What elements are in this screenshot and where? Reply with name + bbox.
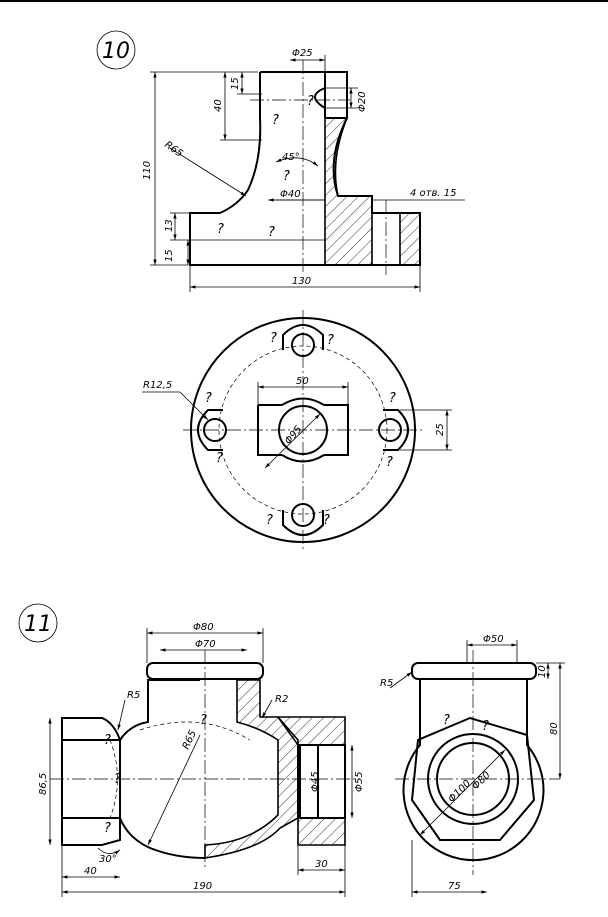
svg-text:Φ95: Φ95 bbox=[283, 424, 305, 447]
svg-text:130: 130 bbox=[292, 276, 311, 287]
svg-text:?: ? bbox=[283, 169, 290, 184]
svg-text:?: ? bbox=[217, 222, 224, 237]
svg-text:R12,5: R12,5 bbox=[143, 380, 172, 391]
svg-text:?: ? bbox=[200, 713, 207, 728]
svg-text:45°: 45° bbox=[282, 152, 300, 163]
svg-text:25: 25 bbox=[435, 423, 446, 436]
svg-text:10: 10 bbox=[537, 665, 548, 678]
svg-text:Φ70: Φ70 bbox=[195, 639, 216, 650]
svg-text:15: 15 bbox=[164, 249, 175, 262]
svg-text:R65: R65 bbox=[162, 139, 184, 159]
svg-text:?: ? bbox=[482, 719, 489, 734]
svg-text:R2: R2 bbox=[275, 694, 288, 705]
front-view-10: ? ? ? ? ? bbox=[190, 60, 420, 275]
svg-text:?: ? bbox=[266, 513, 273, 528]
svg-text:?: ? bbox=[114, 772, 121, 787]
svg-text:Φ20: Φ20 bbox=[357, 91, 368, 112]
svg-text:R5: R5 bbox=[127, 690, 140, 701]
svg-text:?: ? bbox=[268, 225, 275, 240]
svg-text:80: 80 bbox=[549, 722, 560, 735]
svg-text:Φ55: Φ55 bbox=[354, 771, 365, 792]
svg-text:11: 11 bbox=[24, 612, 52, 637]
svg-text:Φ100: Φ100 bbox=[446, 778, 473, 805]
svg-text:Φ50: Φ50 bbox=[483, 634, 504, 645]
svg-text:?: ? bbox=[216, 451, 223, 466]
svg-text:?: ? bbox=[270, 331, 277, 346]
problem-10-number: 10 bbox=[102, 39, 130, 64]
svg-text:30°: 30° bbox=[99, 854, 117, 865]
svg-text:75: 75 bbox=[448, 881, 461, 892]
svg-text:Φ25: Φ25 bbox=[292, 48, 313, 59]
svg-text:86,5: 86,5 bbox=[38, 773, 49, 795]
svg-text:?: ? bbox=[389, 391, 396, 406]
svg-text:?: ? bbox=[272, 113, 279, 128]
svg-text:110: 110 bbox=[142, 161, 153, 180]
svg-text:R65: R65 bbox=[181, 729, 199, 751]
svg-text:?: ? bbox=[104, 733, 111, 748]
side-view-11: ? ? bbox=[395, 650, 560, 875]
svg-text:?: ? bbox=[443, 713, 450, 728]
svg-text:?: ? bbox=[386, 455, 393, 470]
svg-text:190: 190 bbox=[193, 881, 212, 892]
svg-text:50: 50 bbox=[296, 376, 309, 387]
problem-11: 11 ? ? bbox=[19, 604, 565, 897]
svg-text:?: ? bbox=[104, 821, 111, 836]
svg-text:?: ? bbox=[307, 94, 314, 109]
svg-text:?: ? bbox=[323, 513, 330, 528]
svg-text:13: 13 bbox=[164, 219, 175, 232]
svg-text:Φ80: Φ80 bbox=[193, 622, 214, 633]
svg-text:?: ? bbox=[327, 333, 334, 348]
svg-text:Φ45: Φ45 bbox=[310, 771, 321, 792]
front-view-11: ? ? ? ? bbox=[50, 650, 360, 870]
svg-text:?: ? bbox=[205, 391, 212, 406]
section-hatch-10 bbox=[325, 118, 372, 265]
svg-text:15: 15 bbox=[230, 77, 241, 90]
svg-text:Φ80: Φ80 bbox=[470, 770, 492, 792]
svg-text:Φ40: Φ40 bbox=[280, 189, 301, 200]
svg-text:4 отв. 15: 4 отв. 15 bbox=[410, 188, 456, 199]
svg-text:40: 40 bbox=[84, 866, 97, 877]
svg-text:30: 30 bbox=[315, 859, 328, 870]
problem-10: 10 ? ? ? ? ? bbox=[97, 31, 465, 550]
svg-text:40: 40 bbox=[213, 99, 224, 112]
svg-text:R5: R5 bbox=[380, 678, 393, 689]
